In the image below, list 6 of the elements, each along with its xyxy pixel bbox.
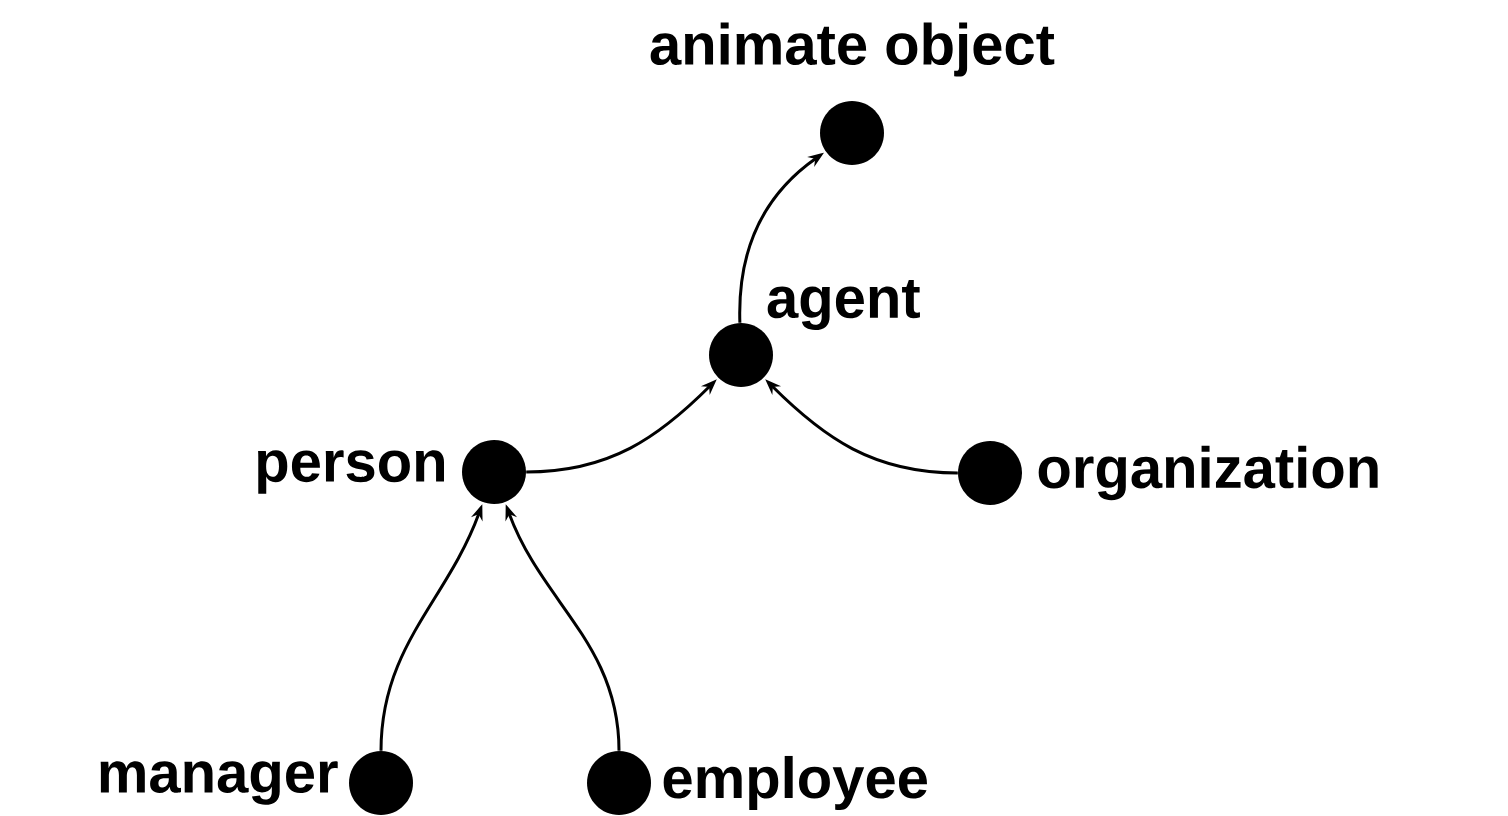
node-label: organization [1038, 445, 1378, 501]
node-label: employee [663, 755, 927, 811]
node-label: manager [100, 761, 338, 805]
node-label: animate object [650, 22, 1055, 77]
node-label: agent [767, 279, 920, 331]
node-label: person [258, 450, 445, 494]
